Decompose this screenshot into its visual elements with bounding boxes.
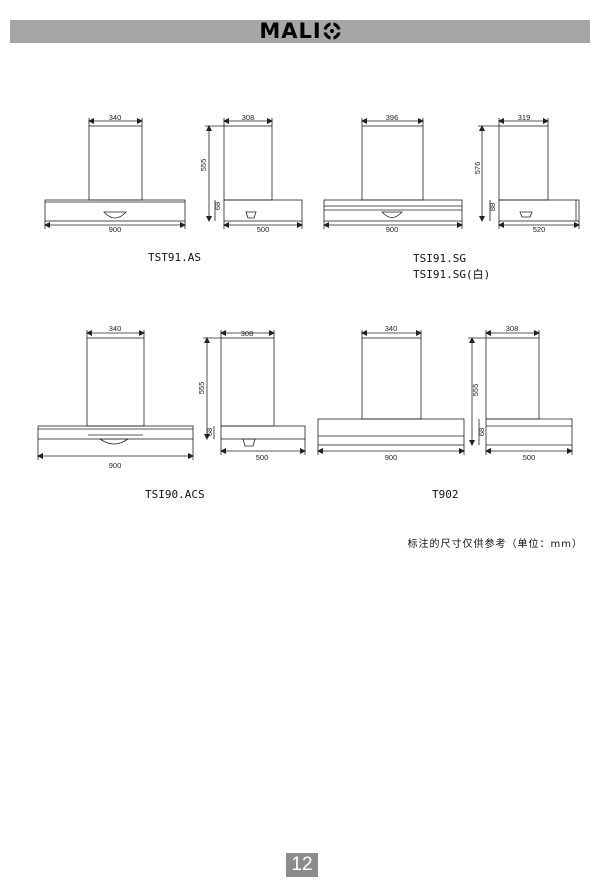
dim-tsi90-depth: 500 [256, 453, 269, 462]
dim-tsi90-width: 900 [109, 461, 122, 470]
model-label-tst91-as: TST91.AS [148, 251, 201, 264]
dim-tsi90-side-top: 308 [241, 329, 254, 338]
front-view-tst91-as [44, 118, 186, 229]
dim-tst91-top-width: 340 [109, 113, 122, 122]
dim-tst91-side-top: 308 [242, 113, 255, 122]
dim-t902-side-top: 308 [506, 324, 519, 333]
front-view-t902 [317, 330, 465, 455]
dim-tsi91-side-top: 319 [518, 113, 531, 122]
dim-t902-hood: 68 [477, 428, 486, 436]
dim-tst91-height: 555 [199, 159, 208, 172]
dim-tst91-depth: 500 [257, 225, 270, 234]
header-bar: MALI [10, 20, 590, 43]
side-view-tsi91-sg [478, 118, 580, 229]
dim-tsi91-width: 900 [386, 225, 399, 234]
dim-tsi90-height: 555 [197, 382, 206, 395]
dim-t902-width: 900 [385, 453, 398, 462]
model-label-tsi91-sg-white: TSI91.SG(白) [413, 268, 491, 281]
brand-logo: MALI [10, 20, 590, 43]
dim-tsi91-hood: 88 [488, 203, 497, 211]
dim-tsi90-top-width: 340 [109, 324, 122, 333]
front-view-tsi91-sg [323, 118, 463, 229]
page-number: 12 [286, 853, 318, 877]
dim-t902-depth: 500 [523, 453, 536, 462]
model-label-tsi91-sg: TSI91.SG [413, 252, 466, 265]
side-view-tst91-as [205, 118, 303, 229]
side-view-tsi90-acs [203, 330, 306, 455]
dimension-note: 标注的尺寸仅供参考（单位：mm） [407, 539, 583, 550]
model-label-t902: T902 [432, 488, 459, 501]
dim-tsi91-top-width: 396 [386, 113, 399, 122]
dim-tst91-hood: 68 [213, 202, 222, 210]
dim-t902-height: 555 [471, 384, 480, 397]
dim-t902-top-width: 340 [385, 324, 398, 333]
brand-text: MALI [259, 19, 322, 43]
dim-tsi91-height: 576 [473, 162, 482, 175]
dim-tsi91-depth: 520 [533, 225, 546, 234]
dim-tst91-width: 900 [109, 225, 122, 234]
brand-o-logo-icon [322, 22, 341, 45]
dim-tsi90-hood: 68 [205, 428, 214, 436]
model-label-tsi90-acs: TSI90.ACS [145, 488, 205, 501]
front-view-tsi90-acs [37, 330, 194, 460]
side-view-t902 [468, 330, 573, 455]
